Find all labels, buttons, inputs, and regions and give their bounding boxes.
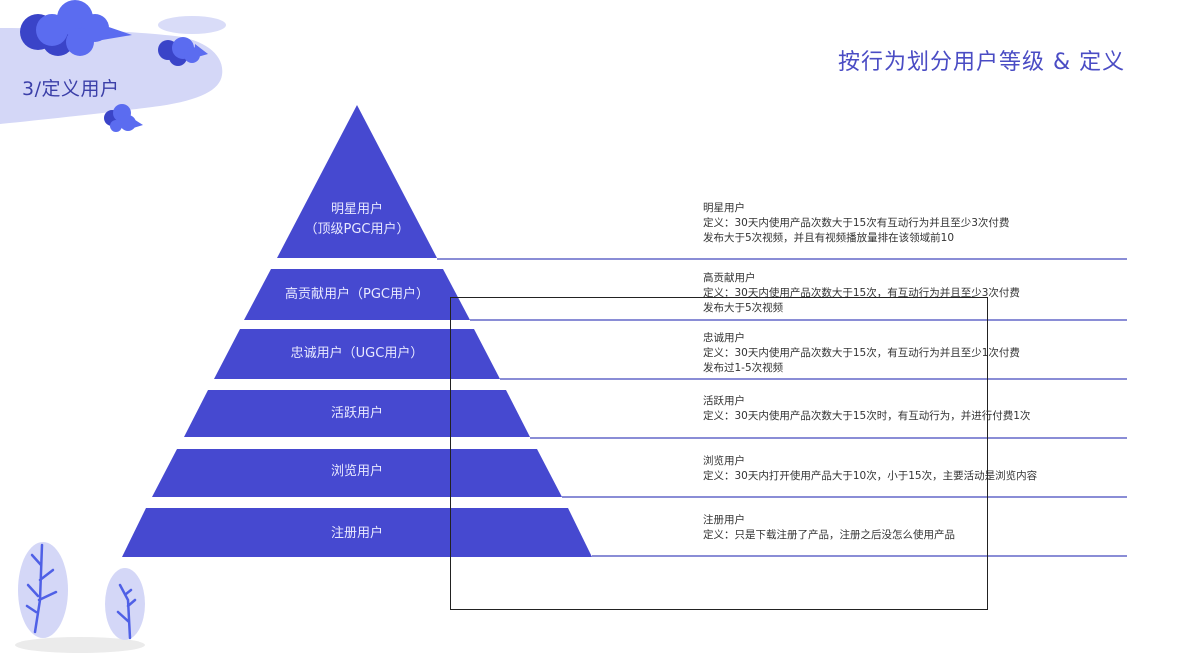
separator-line [470,319,1127,321]
tier-label-line: 浏览用户 [330,464,384,479]
tier-label-high-contribution: 高贡献用户（PGC用户） [285,285,429,305]
tier-label-line: 忠诚用户（UGC用户） [290,346,424,361]
definition-high-contribution: 高贡献用户 定义：30天内使用产品次数大于15次，有互动行为并且至少3次付费 发… [703,271,1020,316]
pyramid-tier-1 [277,105,437,258]
tier-label-line: 注册用户 [330,526,384,541]
separator-line [530,437,1127,439]
definition-registered: 注册用户 定义：只是下载注册了产品，注册之后没怎么使用产品 [703,513,955,543]
definition-title: 明星用户 [703,202,745,214]
pyramid-tier-5 [152,449,562,497]
pyramid-tier-2 [244,269,470,320]
tier-label-active: 活跃用户 [331,404,383,424]
definition-title: 活跃用户 [703,395,745,407]
definition-line: 定义：只是下载注册了产品，注册之后没怎么使用产品 [703,529,955,541]
definition-line: 发布大于5次视频 [703,302,784,314]
tier-label-line: 活跃用户 [330,406,384,421]
tier-label-star: 明星用户 （顶级PGC用户） [305,200,410,240]
tier-label-line: 明星用户 [330,202,383,217]
pyramid [122,105,592,557]
definition-line: 发布过1-5次视频 [703,362,784,374]
definition-line: 定义：30天内使用产品次数大于15次时，有互动行为，并进行付费1次 [703,410,1031,422]
tier-label-registered: 注册用户 [331,524,383,544]
definition-browsing: 浏览用户 定义：30天内打开使用产品大于10次，小于15次，主要活动是浏览内容 [703,454,1037,484]
tier-label-line: 高贡献用户（PGC用户） [285,287,429,302]
tier-label-line: （顶级PGC用户） [304,222,410,237]
pyramid-tier-6 [122,508,592,557]
definition-line: 定义：30天内使用产品次数大于15次，有互动行为并且至少1次付费 [703,347,1020,359]
tier-label-browsing: 浏览用户 [331,462,383,482]
definition-title: 高贡献用户 [703,272,756,284]
definition-line: 定义：30天内使用产品次数大于15次，有互动行为并且至少3次付费 [703,287,1020,299]
section-title: 3/定义用户 [22,78,120,100]
separator-line [592,555,1127,557]
definition-title: 忠诚用户 [703,332,745,344]
separator-line [562,496,1127,498]
definition-title: 浏览用户 [703,455,745,467]
definition-loyal: 忠诚用户 定义：30天内使用产品次数大于15次，有互动行为并且至少1次付费 发布… [703,331,1020,376]
definition-active: 活跃用户 定义：30天内使用产品次数大于15次时，有互动行为，并进行付费1次 [703,394,1030,424]
definition-line: 定义：30天内使用产品次数大于15次有互动行为并且至少3次付费 [703,217,1010,229]
selection-rectangle[interactable] [450,297,988,610]
pyramid-tier-3 [214,329,500,379]
definition-star: 明星用户 定义：30天内使用产品次数大于15次有互动行为并且至少3次付费 发布大… [703,201,1009,246]
separator-line [500,378,1127,380]
pyramid-tier-4 [184,390,530,437]
cloud-icon [158,37,208,66]
tier-label-loyal: 忠诚用户（UGC用户） [291,344,424,364]
definition-line: 定义：30天内打开使用产品大于10次，小于15次，主要活动是浏览内容 [703,470,1038,482]
cloud-icon [20,0,132,56]
cloud-icon [104,104,143,132]
separator-line [437,258,1127,260]
definition-line: 发布大于5次视频，并且有视频播放量排在该领域前10 [703,232,955,244]
tree-icon [15,542,145,653]
definition-title: 注册用户 [703,514,745,526]
page-heading: 按行为划分用户等级 & 定义 [838,50,1126,75]
